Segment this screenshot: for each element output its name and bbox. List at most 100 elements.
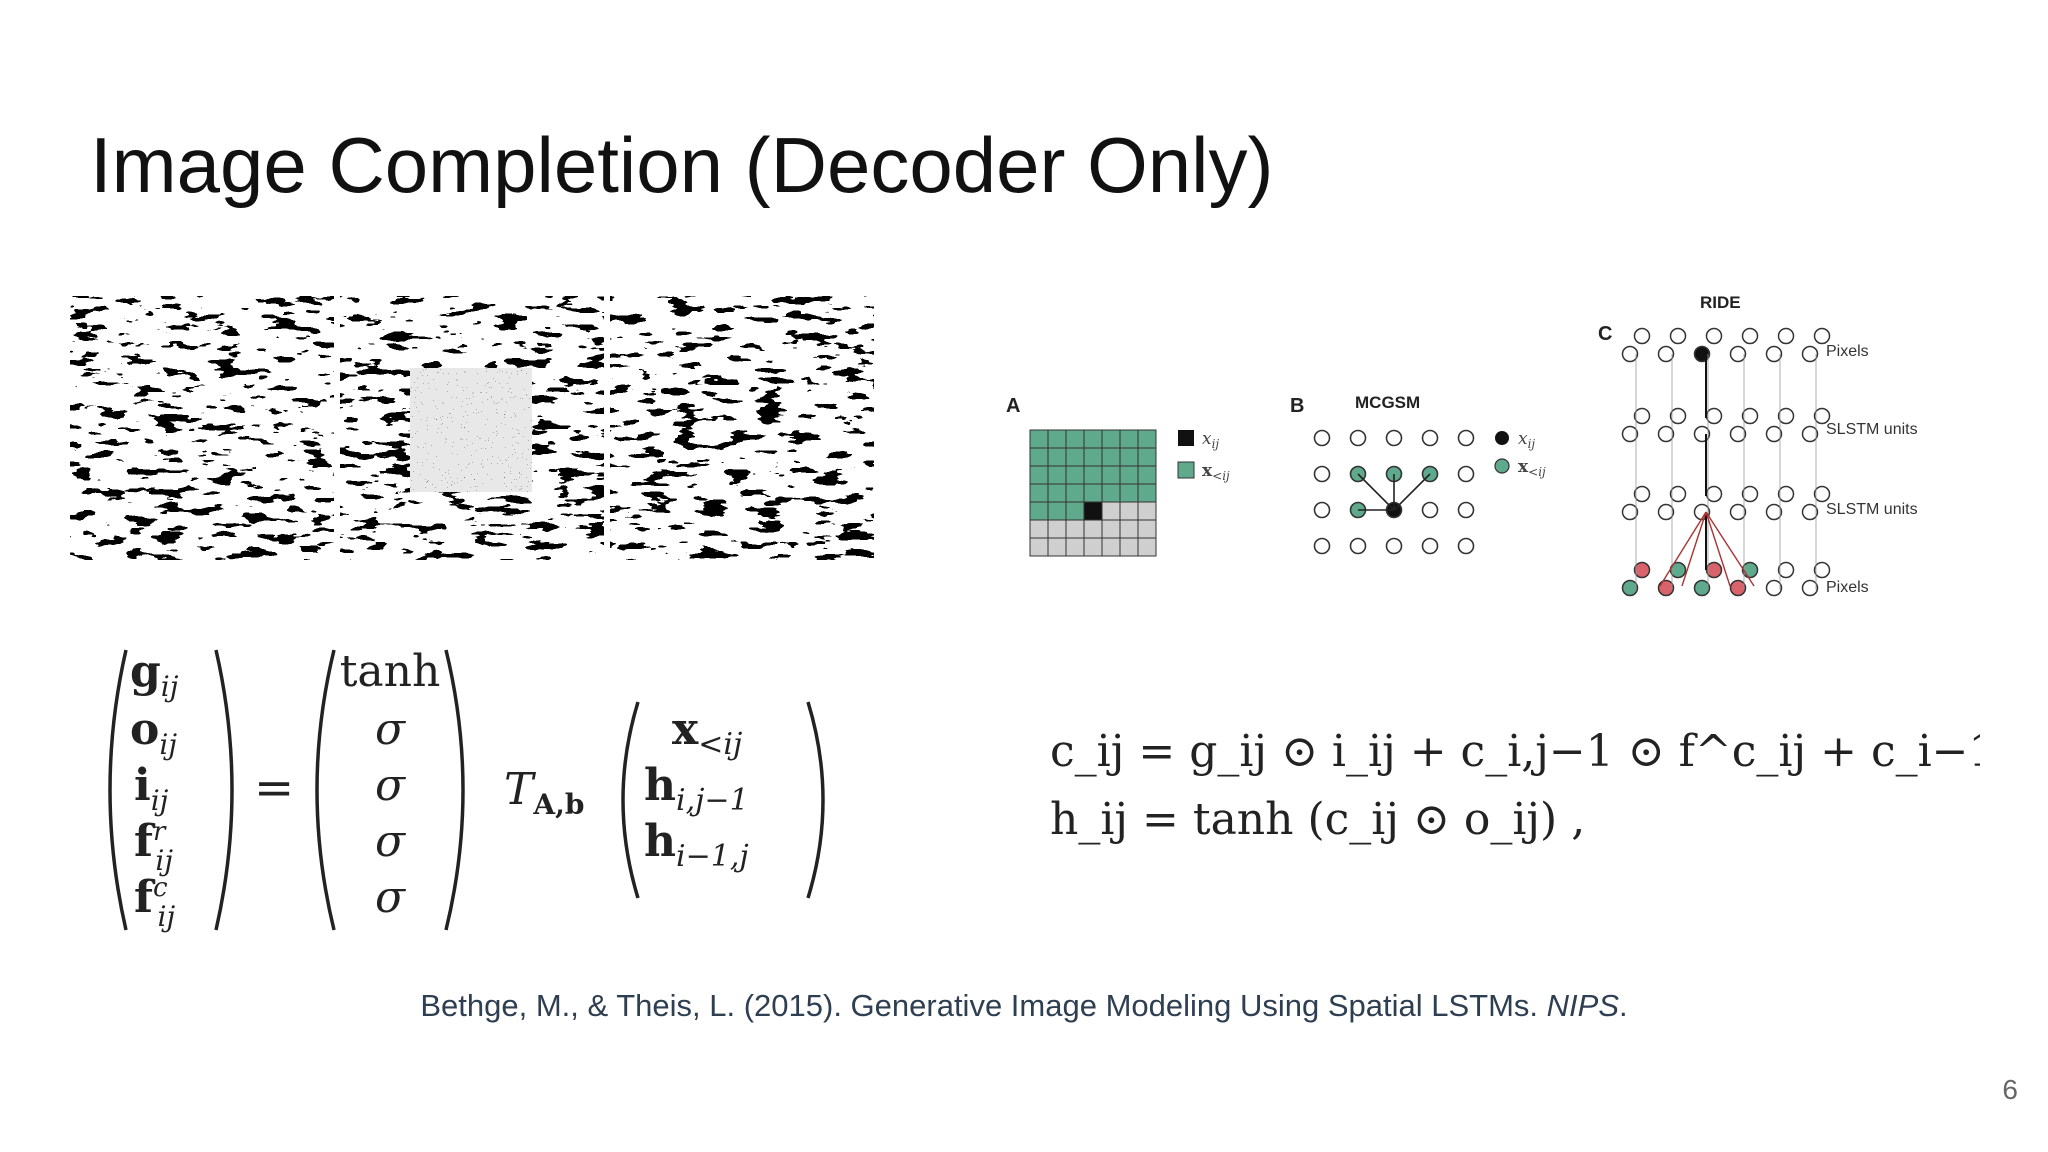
panel-c: C RIDE Pixels SLSTM units SLSTM units Pi… <box>1598 293 1918 597</box>
grid-cell <box>1119 537 1139 557</box>
gates-open-paren <box>315 649 336 931</box>
grid-cell <box>1119 465 1139 485</box>
layer-node <box>1729 345 1747 363</box>
legend-a-current-swatch <box>1178 430 1194 446</box>
panel-a-label: A <box>1006 395 1020 417</box>
grid-cell <box>1047 447 1067 467</box>
legend-b-context-label: x<ij <box>1518 457 1546 479</box>
grid-cell <box>1083 519 1103 539</box>
input-h-left: hi,j−1 <box>644 760 749 818</box>
grid-cell <box>1083 501 1103 521</box>
grid-cell <box>1119 483 1139 503</box>
gate-sigma-4: σ <box>375 872 407 923</box>
lhs-o: oij <box>130 704 177 761</box>
layer-node <box>1777 561 1795 579</box>
layer-node <box>1633 561 1651 579</box>
layer-node <box>1621 345 1639 363</box>
grid-cell <box>1083 537 1103 557</box>
grid-cell <box>1101 429 1121 449</box>
layer-node <box>1621 425 1639 443</box>
grid-cell <box>1137 429 1157 449</box>
input-arrow <box>1705 511 1755 587</box>
panel-c-label: C <box>1598 323 1612 345</box>
texture-image-strip <box>70 296 874 560</box>
ride-layer-stack <box>1621 327 1831 597</box>
grid-node <box>1313 429 1331 447</box>
layer-node <box>1633 407 1651 425</box>
input-x: x<ij <box>672 704 742 762</box>
panel-a: A xij x<ij <box>1006 395 1230 557</box>
layer-node <box>1693 425 1711 443</box>
layer-node <box>1621 503 1639 521</box>
layer-node <box>1801 503 1819 521</box>
layer-node <box>1633 327 1651 345</box>
layer-node <box>1669 327 1687 345</box>
grid-cell <box>1047 429 1067 449</box>
layer-node <box>1813 485 1831 503</box>
input-arrow <box>1659 511 1707 587</box>
grid-cell <box>1029 447 1049 467</box>
legend-a-context-swatch <box>1177 461 1195 479</box>
citation: Bethge, M., & Theis, L. (2015). Generati… <box>0 988 2048 1024</box>
grid-cell <box>1101 501 1121 521</box>
layer-label-top: Pixels <box>1826 343 1869 360</box>
lhs-g: gij <box>130 646 179 703</box>
layer-label-bottom: Pixels <box>1826 579 1869 596</box>
lhs-close-paren <box>214 649 234 931</box>
grid-node <box>1457 429 1475 447</box>
grid-cell <box>1047 537 1067 557</box>
grid-cell <box>1119 429 1139 449</box>
grid-cell <box>1083 429 1103 449</box>
grid-cell <box>1065 465 1085 485</box>
mcgsm-grid <box>1313 429 1475 555</box>
grid-cell <box>1083 447 1103 467</box>
layer-node <box>1657 579 1675 597</box>
grid-cell <box>1065 519 1085 539</box>
grid-cell <box>1029 483 1049 503</box>
layer-node <box>1801 345 1819 363</box>
input-arrow <box>1681 511 1707 587</box>
layer-node <box>1693 345 1711 363</box>
layer-node <box>1669 407 1687 425</box>
legend-a-current-label: xij <box>1202 429 1219 451</box>
layer-node <box>1705 327 1723 345</box>
layer-node <box>1705 561 1723 579</box>
lhs-open-paren <box>108 649 128 931</box>
layer-node <box>1633 485 1651 503</box>
gate-sigma-3: σ <box>375 816 407 867</box>
grid-cell <box>1029 429 1049 449</box>
layer-node <box>1777 407 1795 425</box>
layer-label-slstm-lower: SLSTM units <box>1826 501 1918 518</box>
layer-node <box>1801 579 1819 597</box>
gates-close-paren <box>444 649 465 931</box>
grid-cell <box>1065 537 1085 557</box>
panel-b-label: B <box>1290 395 1304 417</box>
grid-cell <box>1119 501 1139 521</box>
layer-node <box>1669 485 1687 503</box>
grid-cell <box>1029 537 1049 557</box>
grid-node <box>1421 429 1439 447</box>
grid-node <box>1421 501 1439 519</box>
grid-node <box>1457 465 1475 483</box>
layer-node <box>1741 407 1759 425</box>
grid-cell <box>1029 501 1049 521</box>
dependency-arrow <box>1357 473 1395 511</box>
grid-cell <box>1083 465 1103 485</box>
citation-venue: NIPS <box>1546 988 1620 1023</box>
layer-node <box>1705 407 1723 425</box>
inputs-open-paren <box>621 701 640 899</box>
grid-cell <box>1137 465 1157 485</box>
grid-node <box>1349 537 1367 555</box>
layer-node <box>1729 425 1747 443</box>
layer-node <box>1657 345 1675 363</box>
grid-cell <box>1083 483 1103 503</box>
grid-node <box>1313 537 1331 555</box>
panel-c-title: RIDE <box>1700 293 1741 312</box>
cell-state-equation: c_ij = g_ij ⊙ i_ij + c_i,j−1 ⊙ f^c_ij + … <box>1050 726 1980 777</box>
slide-title: Image Completion (Decoder Only) <box>90 121 1274 209</box>
grid-cell <box>1101 537 1121 557</box>
grid-cell <box>1101 483 1121 503</box>
layer-node <box>1765 579 1783 597</box>
hidden-state-equation: h_ij = tanh (c_ij ⊙ o_ij) , <box>1050 794 1585 845</box>
